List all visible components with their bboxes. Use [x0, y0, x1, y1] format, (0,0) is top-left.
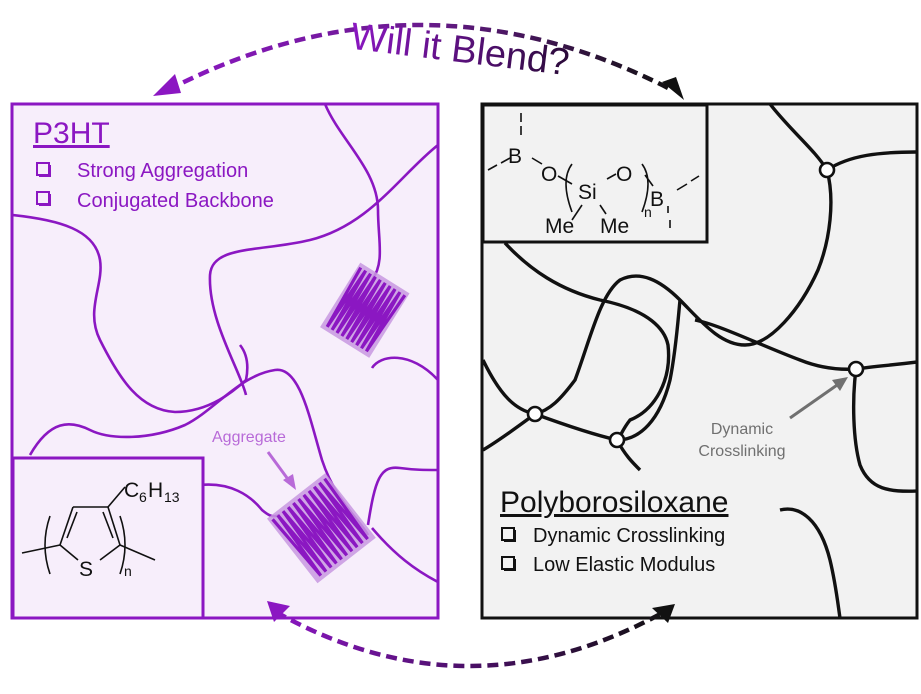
oxygen-atom-left: O [541, 163, 557, 186]
p3ht-feature-label: Conjugated Backbone [77, 190, 274, 212]
pbs-chain [503, 241, 671, 442]
pbs-structure-inset: B O Si O B n Me Me [481, 103, 709, 244]
polyborosiloxane-panel: Dynamic Crosslinking Polyborosiloxane Dy… [480, 102, 919, 620]
folded-chain-stack [325, 266, 407, 353]
side-chain-c: C [124, 479, 139, 502]
boron-atom-left: B [508, 145, 522, 168]
aggregate-arrow-head-icon [283, 474, 296, 490]
crosslink-label-line1: Dynamic [711, 421, 773, 438]
thiophene-ring [21, 486, 156, 575]
p3ht-chain [208, 144, 437, 396]
repeat-index: n [644, 204, 652, 220]
dynamic-crosslink-node [847, 360, 865, 378]
p3ht-chain [370, 356, 437, 381]
boron-atom-right: B [650, 188, 664, 211]
pbs-chain [779, 507, 842, 618]
top-arrow-right-head-icon [662, 77, 684, 100]
p3ht-chain [366, 466, 437, 526]
pbs-chain [534, 169, 833, 416]
bottom-exchange-arrow [267, 601, 675, 669]
crosslink-label-line2: Crosslinking [698, 443, 785, 460]
folded-chain-stack [271, 477, 369, 577]
structure-inset-frame [481, 103, 709, 244]
top-arrow-left-head-icon [153, 74, 181, 96]
pbs-bonds [487, 113, 700, 228]
crosslink-arrow-head-icon [832, 377, 848, 391]
p3ht-chain [371, 527, 437, 583]
bottom-arrow-right-head-icon [652, 604, 675, 623]
oxygen-atom-right: O [616, 163, 632, 186]
pbs-legend-backdrop [484, 476, 778, 616]
side-chain-h: H [148, 479, 163, 502]
aggregate-stack [271, 477, 369, 577]
p3ht-structure-inset: S n C 6 H 13 [11, 456, 205, 620]
figure-title: Will it Blend? [348, 16, 571, 84]
aggregate-stack [325, 266, 407, 353]
pbs-feature-2: Low Elastic Modulus [501, 554, 715, 576]
aggregate-lower [267, 473, 376, 584]
silicon-atom: Si [578, 181, 597, 204]
pbs-feature-1: Dynamic Crosslinking [501, 525, 725, 547]
methyl-group: Me [600, 215, 629, 238]
pbs-chain [851, 368, 916, 493]
side-chain-h-sub: 13 [164, 489, 180, 505]
p3ht-feature-1: Strong Aggregation [36, 160, 248, 182]
pbs-feature-label: Dynamic Crosslinking [533, 525, 725, 547]
pbs-chain [694, 318, 857, 371]
p3ht-chain [28, 368, 370, 536]
aggregate-halo [267, 473, 376, 584]
bottom-arrow-dashed-arc [274, 610, 666, 669]
pbs-title: Polyborosiloxane [500, 486, 728, 519]
methyl-group: Me [545, 215, 574, 238]
structure-inset-frame [11, 456, 205, 620]
pbs-chain [616, 299, 682, 442]
dynamic-crosslink-node [526, 405, 544, 423]
dynamic-crosslink-node [608, 431, 626, 449]
p3ht-title: P3HT [33, 117, 110, 150]
p3ht-feature-2: Conjugated Backbone [36, 190, 274, 212]
p3ht-feature-label: Strong Aggregation [77, 160, 248, 182]
crosslink-nodes [526, 161, 865, 449]
pbs-feature-label: Low Elastic Modulus [533, 554, 715, 576]
p3ht-chain [323, 104, 382, 281]
dynamic-crosslink-node [818, 161, 836, 179]
aggregate-label: Aggregate [212, 429, 286, 446]
aggregate-upper [320, 262, 410, 358]
pbs-network [483, 104, 916, 618]
side-chain-c-sub: 6 [139, 489, 147, 505]
crosslink-arrow-shaft [789, 381, 841, 420]
sulfur-atom: S [79, 558, 93, 581]
bottom-arrow-left-head-icon [267, 601, 290, 622]
aggregate-arrow-shaft [266, 451, 292, 483]
top-arrow-dashed-arc [166, 22, 674, 93]
repeat-index: n [124, 563, 132, 579]
p3ht-panel: Aggregate P3HT Strong Aggregation Conjug… [10, 102, 440, 620]
top-exchange-arrow [153, 22, 684, 100]
